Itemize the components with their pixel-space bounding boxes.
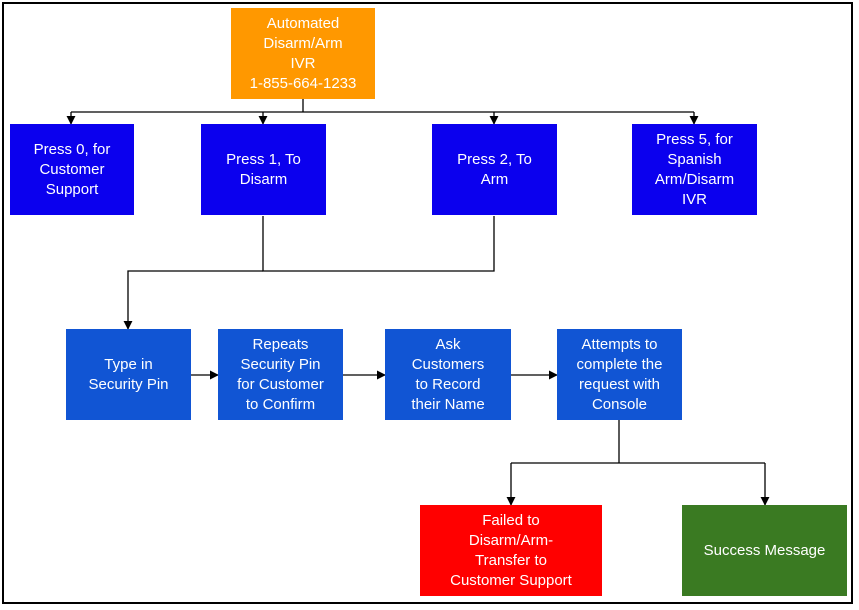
step-console-attempt: Attempts to complete the request with Co… (557, 329, 682, 420)
option-press-5: Press 5, for Spanish Arm/Disarm IVR (632, 124, 757, 215)
step-record-name: Ask Customers to Record their Name (385, 329, 511, 420)
outcome-failed: Failed to Disarm/Arm- Transfer to Custom… (420, 505, 602, 596)
merge-disarm-arm (262, 216, 495, 272)
outcome-success: Success Message (682, 505, 847, 596)
option-press-1: Press 1, To Disarm (201, 124, 326, 215)
option-press-2: Press 2, To Arm (432, 124, 557, 215)
step-repeat-pin: Repeats Security Pin for Customer to Con… (218, 329, 343, 420)
diagram-frame (2, 2, 853, 604)
step-type-security-pin: Type in Security Pin (66, 329, 191, 420)
arrow-to-step-0 (123, 270, 263, 330)
option-press-0: Press 0, for Customer Support (10, 124, 134, 215)
root-node: Automated Disarm/Arm IVR 1-855-664-1233 (231, 8, 375, 99)
